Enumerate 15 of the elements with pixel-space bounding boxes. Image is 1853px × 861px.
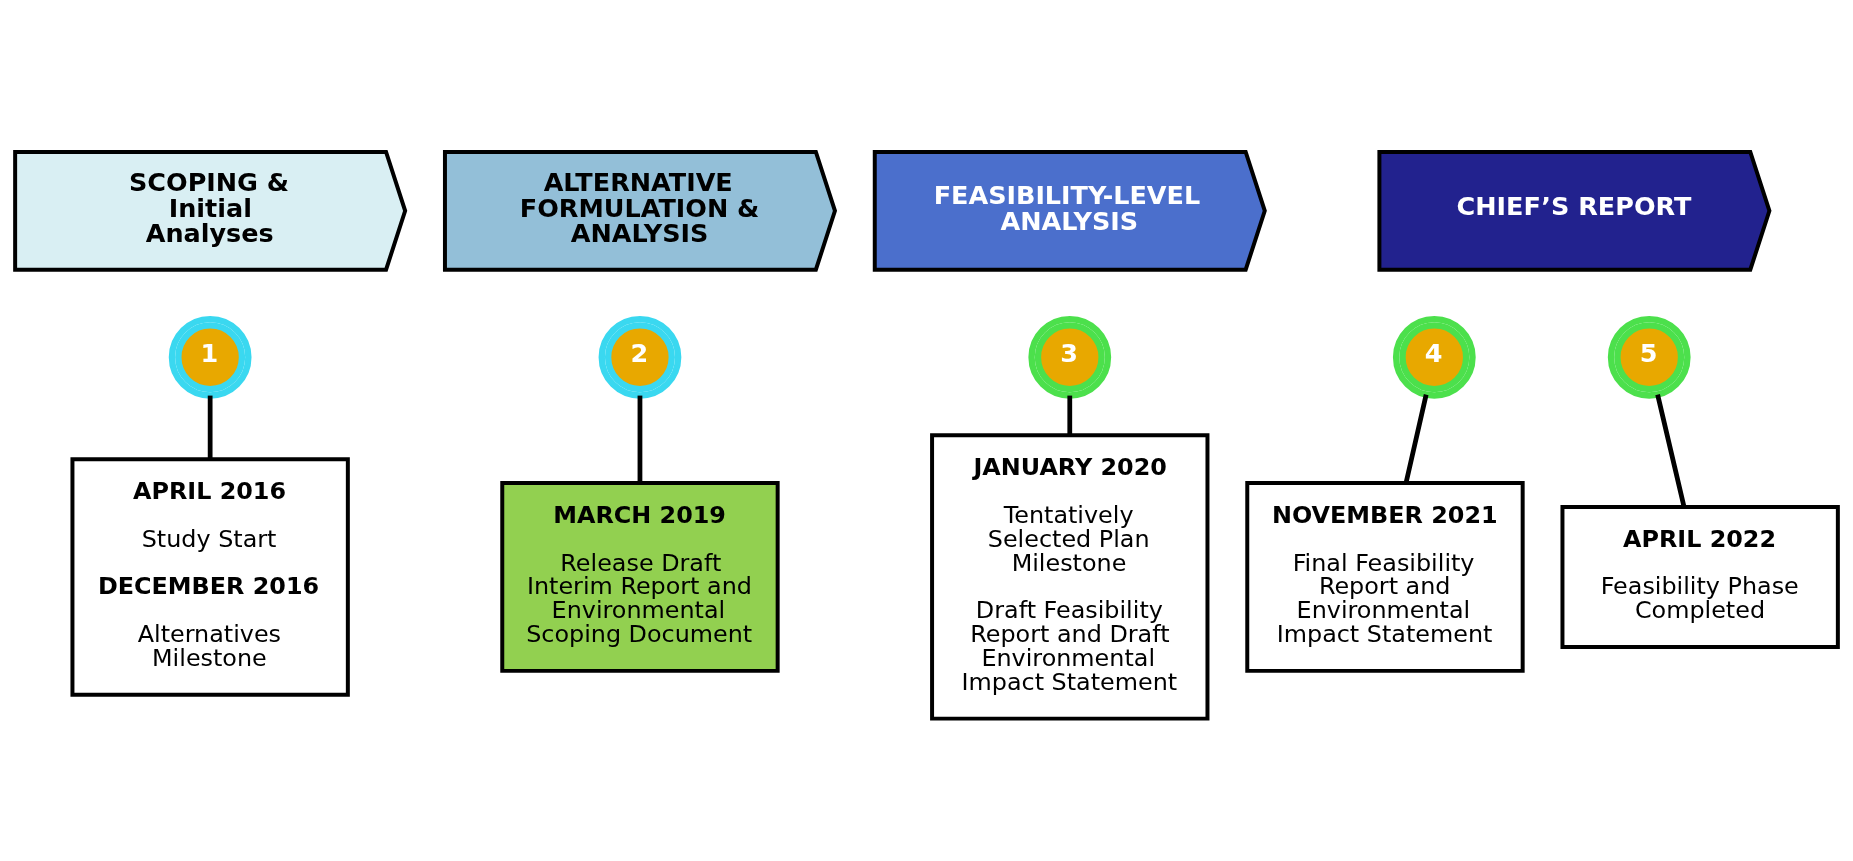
node-circle: 3 [1028,315,1112,399]
node-box: APRIL 2016 Study Start DECEMBER 2016 Alternatives Milestone [70,457,350,697]
node-circle: 5 [1607,315,1691,399]
node-circle: 1 [168,315,252,399]
node-box: APRIL 2022 Feasibility Phase Completed [1560,504,1840,649]
connector [1655,394,1687,508]
node-box: MARCH 2019 Release Draft Interim Report and Environmental Scoping Document [500,481,780,673]
node-circle: 4 [1392,315,1476,399]
node-box: NOVEMBER 2021 Final Feasibility Report and Environmental Impact Statement [1245,481,1525,673]
connector [1067,395,1073,436]
connector [637,395,643,483]
connector [207,395,213,460]
node-box: JANUARY 2020 Tentatively Selected Plan Milestone Draft Feasibility Report and Draft Environmental Impact Statement [930,433,1210,721]
connector [1403,394,1429,484]
node-circle: 2 [598,315,682,399]
